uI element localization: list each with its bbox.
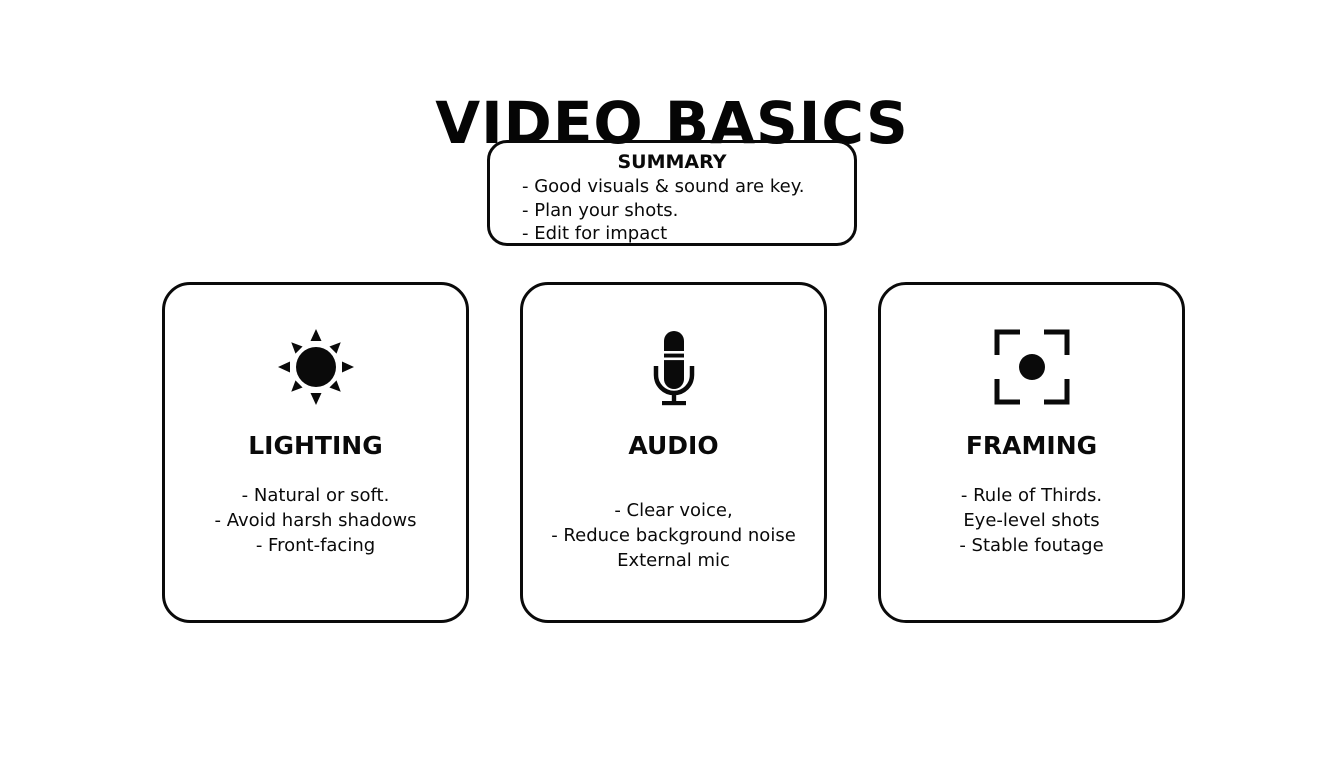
card-list: - Rule of Thirds. Eye-level shots - Stab… <box>881 483 1182 558</box>
card-heading: AUDIO <box>628 431 719 460</box>
card-item: - Avoid harsh shadows <box>214 510 417 531</box>
card-item: External mic <box>617 550 730 571</box>
page-title: VIDEO BASICS <box>435 88 909 157</box>
card-item: - Front-facing <box>255 535 376 556</box>
focus-frame-icon <box>990 325 1074 409</box>
card-item: Eye-level shots <box>963 510 1100 531</box>
microphone-icon <box>632 325 716 409</box>
summary-item: - Plan your shots. <box>522 199 679 221</box>
sun-icon <box>274 325 358 409</box>
card-item: - Reduce background noise <box>551 525 796 546</box>
summary-item: - Edit for impact <box>522 223 668 244</box>
card-item: - Stable foutage <box>959 535 1104 556</box>
card-item: - Rule of Thirds. <box>960 485 1103 506</box>
card-list: - Clear voice, - Reduce background noise… <box>523 498 824 573</box>
card-item: - Natural or soft. <box>241 485 390 506</box>
card-list: - Natural or soft. - Avoid harsh shadows… <box>165 483 466 558</box>
card-framing: FRAMING - Rule of Thirds. Eye-level shot… <box>878 282 1185 623</box>
summary-list: - Good visuals & sound are key. - Plan y… <box>522 175 805 246</box>
summary-heading: SUMMARY <box>617 151 727 173</box>
summary-item: - Good visuals & sound are key. <box>522 176 805 197</box>
card-heading: FRAMING <box>965 431 1098 460</box>
summary-box: SUMMARY - Good visuals & sound are key. … <box>487 140 857 246</box>
card-lighting: LIGHTING - Natural or soft. - Avoid hars… <box>162 282 469 623</box>
card-heading: LIGHTING <box>248 431 383 460</box>
card-item: - Clear voice, <box>614 500 733 521</box>
card-audio: AUDIO - Clear voice, - Reduce background… <box>520 282 827 623</box>
